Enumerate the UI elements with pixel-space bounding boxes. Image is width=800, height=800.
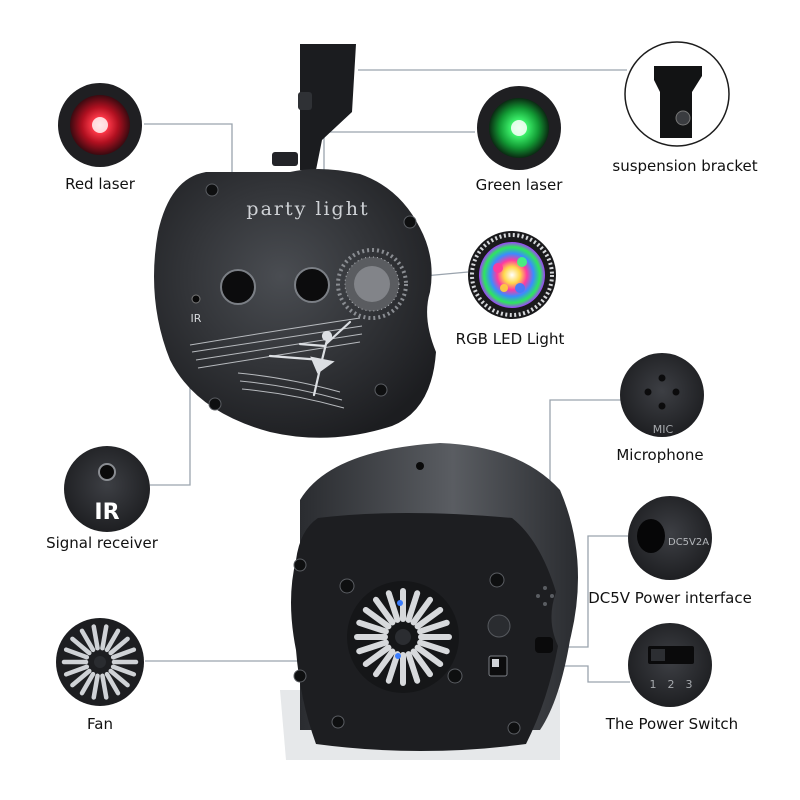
fan-slot: [405, 651, 421, 684]
inset-dc-power: DC5V2A: [628, 496, 712, 580]
fan-slot: [108, 668, 130, 688]
label-green-laser: Green laser: [476, 176, 564, 194]
fan-slot: [104, 628, 121, 653]
fan-slot: [70, 668, 92, 688]
rear-unit: [280, 443, 578, 760]
front-unit: party light IR: [154, 44, 436, 438]
fan-slot: [410, 596, 434, 626]
red-laser-port: [220, 269, 256, 305]
inset-dc-text: DC5V2A: [668, 537, 709, 548]
rear-screws: [293, 558, 521, 735]
fan-slot: [417, 619, 450, 635]
label-red-laser: Red laser: [65, 175, 136, 193]
fan-slot: [362, 606, 392, 630]
label-fan: Fan: [87, 715, 113, 733]
fan-slot: [91, 624, 100, 651]
switch-pos-1: 1: [650, 678, 657, 691]
fan-slot: [372, 648, 396, 678]
fan-slot: [110, 647, 137, 660]
rear-knob: [487, 614, 511, 638]
label-rgb-led: RGB LED Light: [456, 330, 565, 348]
rear-fan-grille: [347, 581, 459, 693]
inset-fan: [56, 618, 144, 706]
rgb-dome: [336, 248, 408, 320]
inset-mic-text: MIC: [653, 423, 674, 436]
fan-slot: [385, 651, 401, 684]
fan-slot: [356, 639, 389, 655]
inset-bracket: [624, 41, 730, 147]
label-signal-receiver: Signal receiver: [46, 534, 159, 552]
fan-slot: [104, 671, 121, 696]
inset-red-laser: [58, 83, 142, 167]
inset-microphone: MIC: [620, 353, 704, 437]
front-screws: [205, 183, 417, 411]
green-laser-port: [294, 267, 330, 303]
fan-slot: [414, 606, 444, 630]
inset-ir: IR: [64, 446, 150, 532]
ir-sensor: [191, 294, 201, 304]
top-hole: [416, 462, 424, 470]
fan-slot: [356, 619, 389, 635]
fan-slot: [63, 664, 90, 677]
inset-rgb-led: [468, 231, 556, 319]
inset-power-switch: 1 2 3: [628, 623, 712, 707]
switch-pos-2: 2: [668, 678, 675, 691]
rear-dc-jack: [535, 637, 553, 653]
fan-slot: [385, 590, 401, 623]
front-body: [154, 168, 436, 438]
fan-slot: [91, 673, 100, 700]
bracket-knob: [298, 92, 312, 110]
label-suspension-bracket: suspension bracket: [612, 157, 757, 175]
inset-green-laser: [477, 86, 561, 170]
fan-slot: [405, 590, 421, 623]
label-power-switch: The Power Switch: [605, 715, 738, 733]
fan-slot: [70, 636, 92, 656]
rear-switch-slider: [492, 659, 499, 667]
ir-text: IR: [191, 312, 202, 325]
switch-pos-3: 3: [686, 678, 693, 691]
label-microphone: Microphone: [616, 446, 703, 464]
front-brand-text: party light: [246, 198, 369, 220]
bracket-base: [272, 152, 298, 166]
fan-slot: [100, 624, 109, 651]
fan-slot: [414, 644, 444, 668]
rear-mic-holes: [536, 586, 554, 606]
fan-slot: [79, 671, 96, 696]
label-dc-power: DC5V Power interface: [588, 589, 752, 607]
fan-slot: [108, 636, 130, 656]
inset-ir-text: IR: [94, 500, 119, 525]
fan-slot: [79, 628, 96, 653]
fan-slot: [372, 596, 396, 626]
hanging-bracket: [300, 44, 356, 170]
fan-slot: [63, 647, 90, 660]
decoration: [189, 317, 363, 409]
fan-slot: [410, 648, 434, 678]
fan-slot: [362, 644, 392, 668]
fan-slot: [417, 639, 450, 655]
fan-slot: [100, 673, 109, 700]
dancer-figure: [268, 320, 352, 397]
fan-slot: [110, 664, 137, 677]
